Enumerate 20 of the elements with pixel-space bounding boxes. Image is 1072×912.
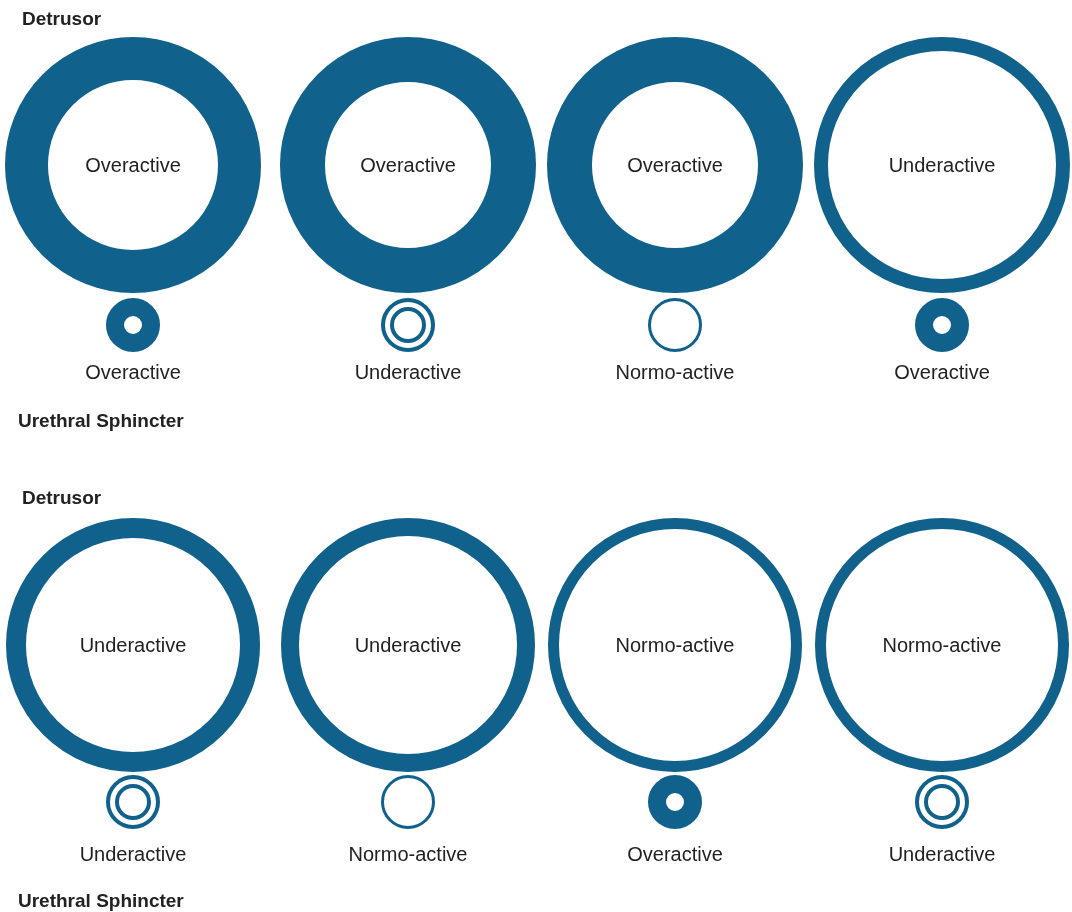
ring-label: Normo-active — [882, 633, 1002, 657]
caption-text: Overactive — [894, 361, 990, 384]
section-heading: Detrusor — [22, 487, 102, 509]
ring-label: Overactive — [85, 153, 181, 177]
section-heading: Urethral Sphincter — [18, 890, 184, 912]
caption-text: Overactive — [85, 361, 181, 384]
ring-label: Underactive — [354, 633, 462, 657]
caption-text: Underactive — [79, 843, 187, 866]
ring-label: Overactive — [360, 153, 456, 177]
caption-text: Normo-active — [348, 843, 468, 866]
ring-label: Underactive — [888, 153, 996, 177]
section-heading: Detrusor — [22, 8, 102, 30]
caption-text: Overactive — [627, 843, 723, 866]
ring-label: Normo-active — [615, 633, 735, 657]
caption-text: Underactive — [888, 843, 996, 866]
section-heading: Urethral Sphincter — [18, 410, 184, 432]
ring-label: Overactive — [627, 153, 723, 177]
caption-text: Normo-active — [615, 361, 735, 384]
caption-text: Underactive — [354, 361, 462, 384]
ring-label: Underactive — [79, 633, 187, 657]
